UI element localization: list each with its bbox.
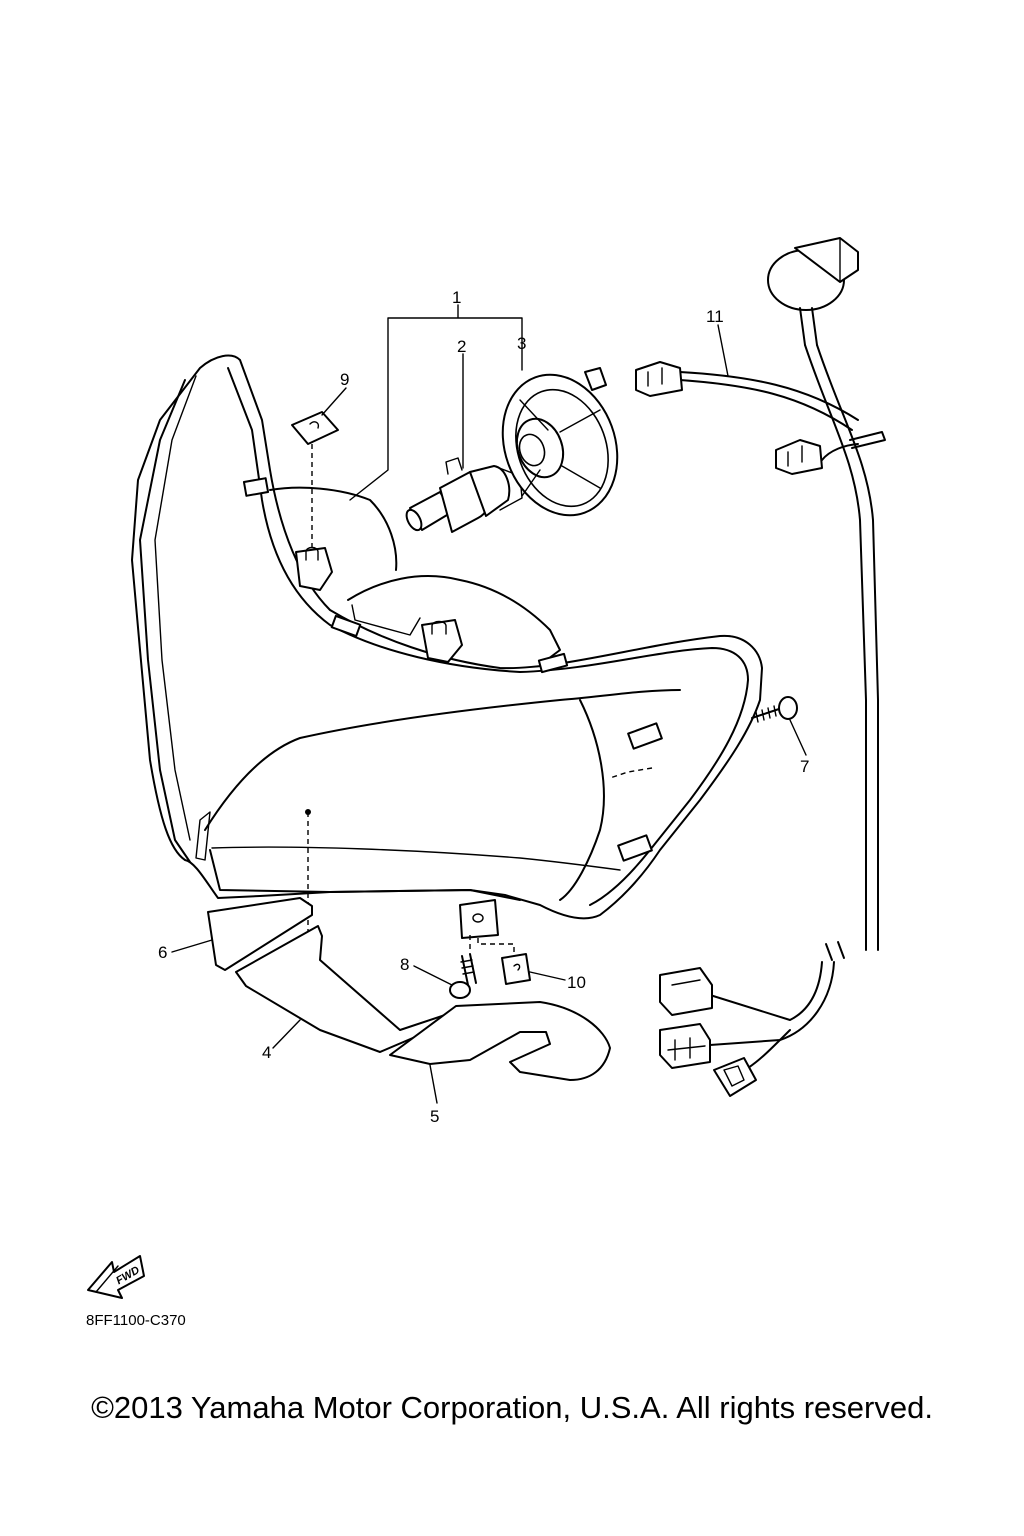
callout-leaders xyxy=(171,304,807,1104)
bolt-8 xyxy=(449,935,515,999)
bulb xyxy=(405,457,523,533)
clip-10 xyxy=(501,953,531,985)
callout-6: 6 xyxy=(158,943,167,962)
headlight-housing xyxy=(131,354,763,1006)
callout-11: 11 xyxy=(706,307,724,326)
callout-10: 10 xyxy=(567,973,586,992)
callout-1: 1 xyxy=(452,288,461,307)
bulb-cover xyxy=(501,367,619,517)
callout-labels: 1 2 3 9 11 7 6 8 10 4 5 xyxy=(158,288,809,1126)
screw-7 xyxy=(751,696,798,723)
damper-6 xyxy=(207,897,313,971)
callout-3: 3 xyxy=(517,334,526,353)
callout-8: 8 xyxy=(400,955,409,974)
clip-9 xyxy=(291,411,339,550)
copyright-notice: ©2013 Yamaha Motor Corporation, U.S.A. A… xyxy=(91,1390,933,1425)
callout-7: 7 xyxy=(800,757,809,776)
callout-5: 5 xyxy=(430,1107,439,1126)
wiring-harness xyxy=(635,237,886,1097)
diagram-part-code: 8FF1100-C370 xyxy=(86,1312,186,1329)
callout-9: 9 xyxy=(340,370,349,389)
plate-5 xyxy=(389,1001,611,1081)
forward-arrow-icon: FWD xyxy=(87,1255,145,1299)
callout-2: 2 xyxy=(457,337,466,356)
callout-4: 4 xyxy=(262,1043,271,1062)
